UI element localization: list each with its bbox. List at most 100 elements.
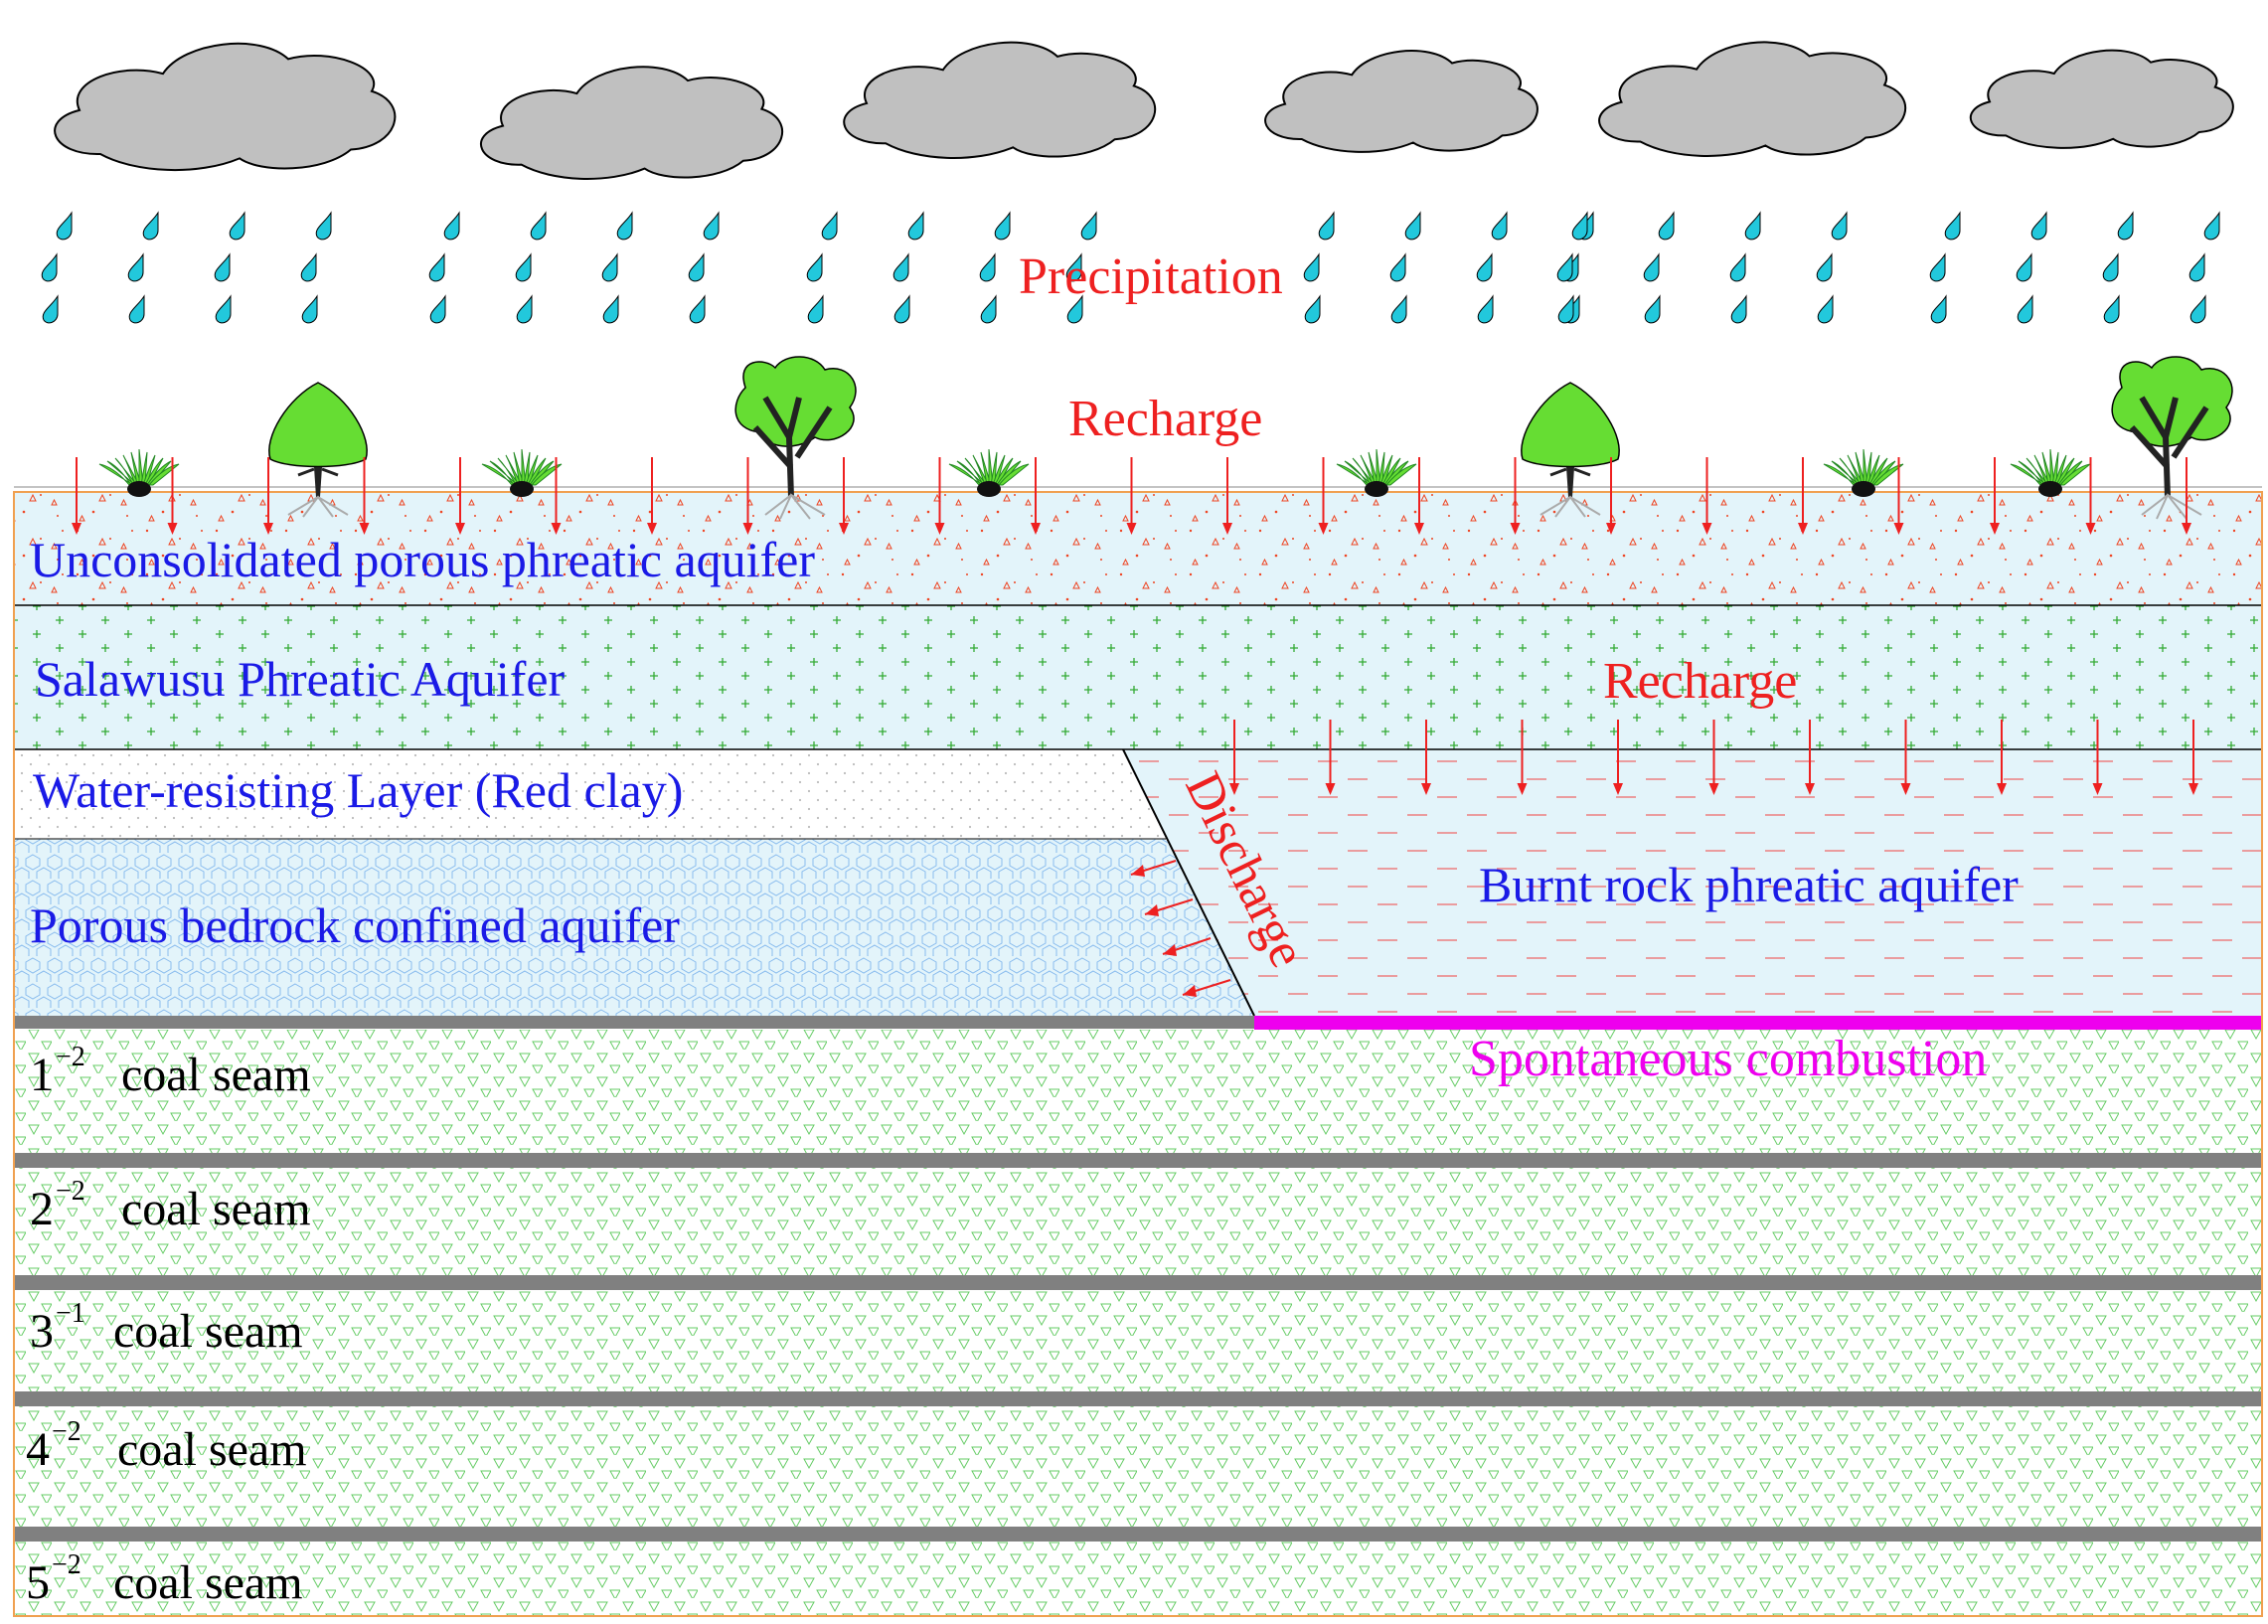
raindrop-icon [128,294,145,324]
coal-seam-band [14,1527,2262,1542]
tree-icon [268,382,368,518]
raindrop-icon [2030,211,2047,241]
raindrop-icon [1491,211,1508,241]
arrowhead [1893,523,1904,535]
raindrop-icon [1404,211,1421,241]
raindrop-icon [42,294,59,324]
raindrop-icon [1303,252,1320,282]
arrowhead [1517,783,1528,795]
raindrop-icon [1476,252,1493,282]
strata [13,486,2263,1617]
arrowhead-discharge [1183,985,1197,997]
raindrop-icon [127,252,144,282]
arrowhead [1613,783,1623,795]
bedrock-base-coal [14,1016,1254,1029]
raindrop-icon [215,294,232,324]
arrowhead [455,523,465,535]
arrowhead [1798,523,1808,535]
arrowhead [1414,523,1424,535]
raindrop-icon [979,252,996,282]
arrowhead [1126,523,1137,535]
salawusu-pattern [14,605,2262,749]
cloud-icon [1971,51,2233,148]
raindrop-icon [1065,252,1082,282]
unconsolidated-label: Unconsolidated porous phreatic aquifer [30,532,815,587]
coal-seam-number: 4 [26,1423,50,1476]
arrowhead [1222,523,1232,535]
raindrop-icon [893,294,910,324]
arrowhead [1990,523,2000,535]
clouds-group [55,42,2233,179]
coal-seam-text: coal seam [113,1305,303,1358]
arrowhead [263,523,273,535]
raindrop-icon [892,252,909,282]
grass-icon [1336,448,1417,497]
raindrop-icon [516,294,533,324]
raindrop-icon [229,211,245,241]
grass-icon [98,448,180,497]
tree-icon [734,356,857,520]
coal-seam-superscript: −2 [56,1042,85,1072]
raindrop-icon [1304,294,1321,324]
coal-seam-number: 3 [30,1305,54,1358]
raindrop-icon [2188,252,2205,282]
arrowhead [1997,783,2007,795]
raindrop-icon [41,252,58,282]
coal-seam-label: 1 −2 coal seam [30,1042,311,1101]
raindrop-icon [2103,294,2120,324]
arrowhead [647,523,657,535]
vegetation-group [98,356,2233,520]
raindrop-icon [2016,252,2032,282]
arrowhead [934,523,945,535]
raindrop-icon [1066,294,1083,324]
coal-seam-label: 4 −2 coal seam [26,1416,307,1476]
burnt-rock-label: Burnt rock phreatic aquifer [1479,857,2019,912]
grass-icon [481,448,563,497]
coal-seam-label: 2 −2 coal seam [30,1176,311,1235]
raindrop-icon [301,294,318,324]
arrowhead [742,523,753,535]
arrowhead [1421,783,1431,795]
raindrop-icon [689,294,706,324]
raindrop-icon [300,252,317,282]
raindrop-icon [1477,294,1494,324]
arrowhead [839,523,849,535]
coal-seam-text: coal seam [113,1556,303,1609]
arrowhead-discharge [1131,865,1145,877]
grass-icon [948,448,1030,497]
porous-bedrock-pattern [14,839,1254,1016]
raindrop-icon [1831,211,1848,241]
arrowhead [1318,523,1329,535]
recharge-label-top: Recharge [1068,391,1262,447]
cloud-icon [1599,42,1905,156]
arrowhead [2182,523,2191,535]
cloud-icon [1265,51,1538,152]
raindrop-icon [616,211,633,241]
coal-seam-superscript: −1 [56,1298,85,1329]
coal-seam-band [14,1153,2262,1168]
raindrop-icon [1389,252,1406,282]
coal-seam-superscript: −2 [56,1176,85,1207]
burnt-rock-pattern [1123,749,2262,1016]
arrowhead [2085,523,2096,535]
salawusu-label: Salawusu Phreatic Aquifer [35,651,566,707]
raindrop-icon [703,211,720,241]
recharge-label-mid: Recharge [1603,653,1797,710]
raindrop-icon [1816,252,1833,282]
raindrop-icon [1944,211,1961,241]
cloud-icon [844,43,1155,158]
raindrop-icon [807,294,824,324]
rain-group [41,211,2220,324]
raindrop-icon [142,211,159,241]
coal-seam-text: coal seam [117,1423,307,1476]
raindrop-icon [1929,252,1946,282]
arrowhead [1701,523,1712,535]
raindrop-icon [688,252,705,282]
raindrop-icon [1556,252,1573,282]
raindrop-icon [1930,294,1947,324]
raindrop-icon [601,252,618,282]
coal-seam-number: 1 [30,1049,54,1101]
raindrop-icon [2017,294,2033,324]
raindrop-icon [907,211,924,241]
arrowhead [1031,523,1041,535]
